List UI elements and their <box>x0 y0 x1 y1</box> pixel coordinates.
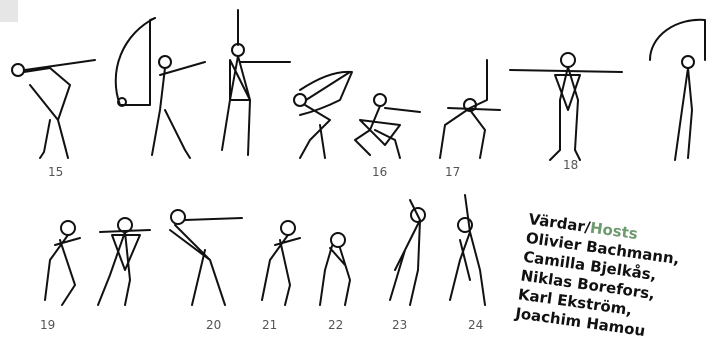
figure-20 <box>170 210 242 305</box>
figure-18 <box>510 53 622 160</box>
figure-16 <box>355 94 420 158</box>
figure-15 <box>12 60 95 158</box>
figure-arm-up <box>222 10 290 155</box>
figure-arc <box>116 18 205 158</box>
figure-19 <box>45 221 80 305</box>
figure-squat-arc <box>294 72 352 158</box>
figure-number: 15 <box>48 165 63 179</box>
figure-number: 16 <box>372 165 387 179</box>
figure-23 <box>390 200 425 305</box>
figure-arc-right <box>650 20 705 160</box>
figure-number: 20 <box>206 318 221 332</box>
figure-17 <box>440 60 500 158</box>
figure-19b <box>98 218 150 305</box>
figure-number: 22 <box>328 318 343 332</box>
figure-24 <box>450 195 485 305</box>
figure-number: 23 <box>392 318 407 332</box>
figure-number: 19 <box>40 318 55 332</box>
figure-number: 21 <box>262 318 277 332</box>
figure-number: 17 <box>445 165 460 179</box>
figure-number: 24 <box>468 318 483 332</box>
figure-21 <box>262 221 300 305</box>
figure-number: 18 <box>563 158 578 172</box>
figure-22 <box>320 233 350 305</box>
